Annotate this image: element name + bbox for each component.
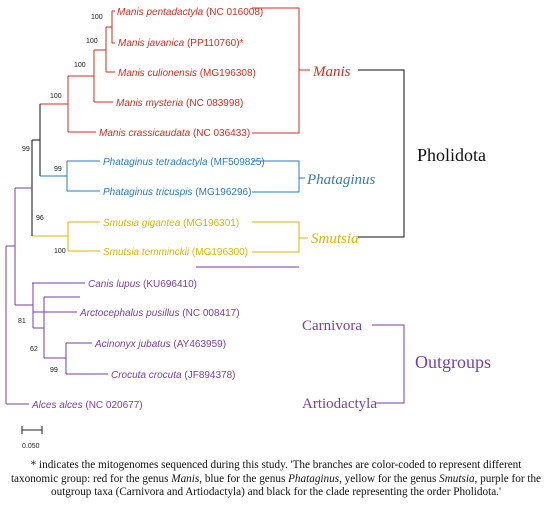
bracket-smutsia (252, 221, 300, 253)
tip-label: Canis lupus (KU696410) (88, 279, 197, 290)
figure-caption: * indicates the mitogenomes sequenced du… (10, 459, 542, 498)
bootstrap-value: 81 (18, 318, 26, 325)
group-label-phataginus: Phataginus (306, 172, 375, 188)
tip-label: Phataginus tetradactyla (MF509825) (103, 157, 265, 168)
tree-branches (5, 10, 115, 405)
group-label-outgroups: Outgroups (415, 352, 491, 372)
bootstrap-value: 62 (30, 346, 38, 353)
scale-bar: 0.050 (21, 426, 43, 450)
tip-labels: Manis pentadactyla (NC 016008) Manis jav… (31, 7, 265, 411)
group-label-manis: Manis (312, 64, 351, 80)
bootstrap-value: 99 (54, 166, 62, 173)
group-label-pholidota: Pholidota (417, 145, 486, 165)
bracket-manis (252, 7, 300, 134)
group-label-artiodactyla: Artiodactyla (302, 396, 377, 412)
bracket-pholidota (358, 69, 405, 238)
bracket-phataginus (252, 160, 300, 193)
tip-label: Phataginus tricuspis (MG196296) (103, 187, 251, 198)
tip-label: Smutsia temminckii (MG196300) (103, 247, 248, 258)
tip-label: Arctocephalus pusillus (NC 008417) (79, 308, 240, 319)
tip-label: Alces alces (NC 020677) (31, 400, 143, 411)
tip-label: Manis crassicaudata (NC 036433) (99, 128, 250, 139)
bootstrap-value: 99 (22, 146, 30, 153)
tip-label: Manis culionensis (MG196308) (118, 68, 256, 79)
bracket-outgroup (372, 324, 405, 404)
tip-label: Manis javanica (PP110760)* (118, 38, 244, 49)
group-labels: Manis Phataginus Smutsia Pholidota Carni… (302, 64, 491, 412)
tip-label: Manis pentadactyla (NC 016008) (117, 7, 263, 18)
bootstrap-value: 96 (36, 215, 44, 222)
tip-label: Crocuta crocuta (JF894378) (111, 370, 236, 381)
bootstrap-value: 100 (86, 38, 98, 45)
bootstrap-values: 100 100 100 100 99 99 96 100 81 62 99 (18, 14, 103, 374)
bootstrap-value: 99 (50, 367, 58, 374)
tip-label: Acinonyx jubatus (AY463959) (94, 339, 226, 350)
tip-label: Smutsia gigantea (MG196301) (103, 218, 239, 229)
bootstrap-value: 100 (91, 14, 103, 21)
bootstrap-value: 100 (54, 248, 66, 255)
sequenced-marker: * (240, 38, 244, 49)
bootstrap-value: 100 (50, 93, 62, 100)
phylogenetic-tree: Manis pentadactyla (NC 016008) Manis jav… (5, 7, 491, 450)
scale-bar-label: 0.050 (22, 443, 40, 450)
tip-label: Manis mysteria (NC 083998) (116, 98, 243, 109)
bootstrap-value: 100 (74, 62, 86, 69)
group-label-smutsia: Smutsia (311, 231, 359, 247)
group-label-carnivora: Carnivora (302, 318, 362, 334)
group-brackets (196, 7, 405, 404)
